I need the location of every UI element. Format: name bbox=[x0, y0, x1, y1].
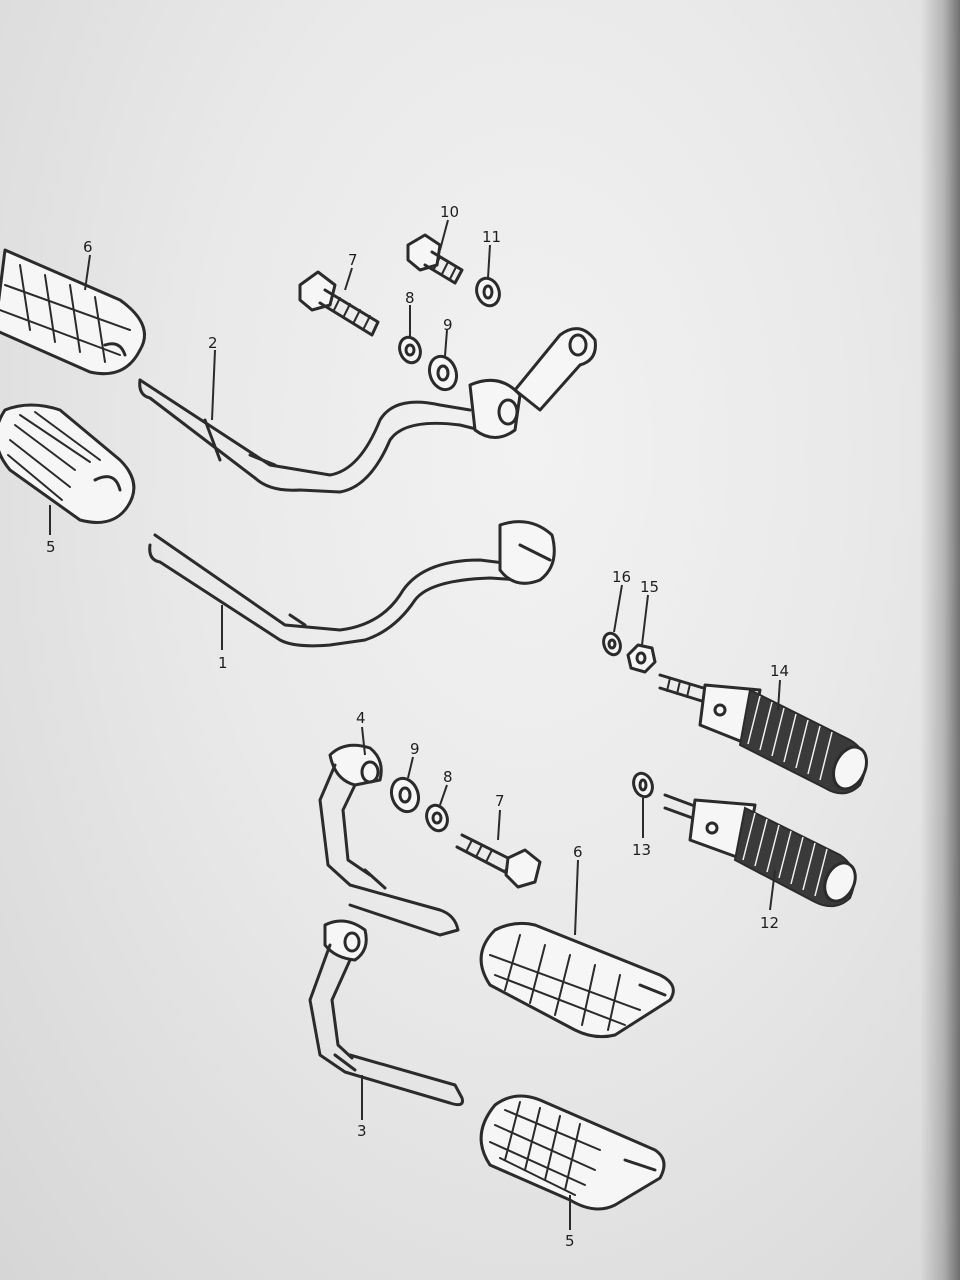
label-14: 14 bbox=[770, 662, 789, 680]
bolt-7-bottom bbox=[455, 833, 542, 889]
washer-13 bbox=[632, 771, 654, 799]
washer-9-top bbox=[427, 354, 459, 392]
washer-8-bottom bbox=[425, 803, 449, 833]
label-9-top: 9 bbox=[443, 316, 453, 334]
rear-footpeg-14 bbox=[658, 673, 868, 795]
label-11: 11 bbox=[482, 228, 501, 246]
label-3: 3 bbox=[357, 1122, 367, 1140]
footrest-rubber-ribbed-bottom bbox=[479, 1094, 666, 1211]
rear-footpeg-12 bbox=[663, 793, 857, 908]
footrest-bracket-upper bbox=[138, 327, 597, 494]
washer-8-top bbox=[398, 335, 422, 365]
label-6-top: 6 bbox=[83, 238, 93, 256]
footrest-rubber-ribbed-top bbox=[0, 403, 136, 524]
footrest-rubber-top bbox=[0, 248, 146, 376]
label-9-bottom: 9 bbox=[410, 740, 420, 758]
label-4: 4 bbox=[356, 709, 366, 727]
nut-15 bbox=[626, 643, 657, 674]
label-7-bottom: 7 bbox=[495, 792, 505, 810]
label-7-top: 7 bbox=[348, 251, 358, 269]
label-2: 2 bbox=[208, 334, 218, 352]
label-15: 15 bbox=[640, 578, 659, 596]
label-5-bottom: 5 bbox=[565, 1232, 575, 1250]
label-8-bottom: 8 bbox=[443, 768, 453, 786]
part-number-labels: 6 2 7 8 9 10 11 5 1 16 15 14 13 12 4 9 8… bbox=[46, 203, 789, 1250]
label-10: 10 bbox=[440, 203, 459, 221]
bracket-arm-4 bbox=[318, 743, 460, 937]
label-12: 12 bbox=[760, 914, 779, 932]
label-16: 16 bbox=[612, 568, 631, 586]
bolt-7-top bbox=[298, 270, 380, 337]
label-6-bottom: 6 bbox=[573, 843, 583, 861]
label-5-top: 5 bbox=[46, 538, 56, 556]
washer-16 bbox=[602, 631, 622, 657]
bracket-arm-3 bbox=[308, 919, 464, 1107]
footrest-bracket-lower bbox=[148, 520, 556, 648]
label-1: 1 bbox=[218, 654, 228, 672]
footrest-rubber-bottom bbox=[479, 921, 675, 1039]
label-8-top: 8 bbox=[405, 289, 415, 307]
bolt-10 bbox=[406, 233, 464, 285]
monitor-bezel-shadow bbox=[920, 0, 960, 1280]
washer-9-bottom bbox=[389, 776, 421, 814]
washer-11 bbox=[475, 276, 501, 308]
leader-lines bbox=[49, 219, 781, 1230]
label-13: 13 bbox=[632, 841, 651, 859]
